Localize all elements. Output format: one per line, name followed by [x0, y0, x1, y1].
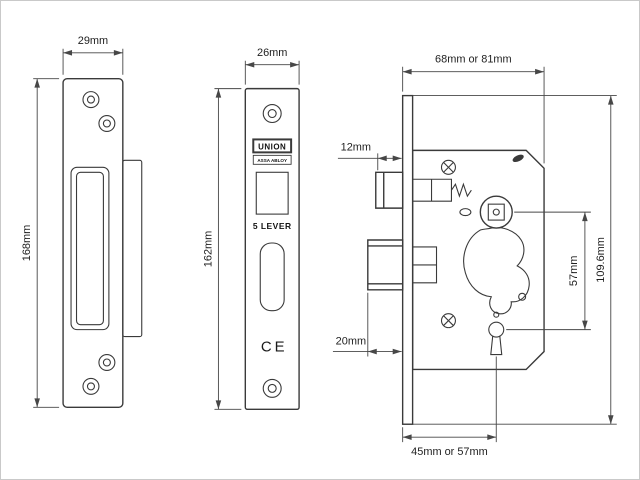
faceplate-panel: [255, 171, 289, 215]
fixing-screw-bottom: [440, 313, 456, 329]
lever-pivot: [518, 292, 527, 301]
strike-plate-view: 29mm 168mm: [21, 35, 143, 408]
strike-keep-box: [122, 159, 143, 338]
dim-lines: [337, 153, 402, 171]
dim-label-latch: 12mm: [341, 141, 371, 153]
dim-backset: 45mm or 57mm: [402, 356, 497, 458]
stamp-mark: [512, 154, 524, 163]
dim-strike-height: 168mm: [21, 78, 60, 408]
dim-case-height: 109.6mm: [412, 95, 617, 425]
screw-hole-inner: [267, 108, 277, 119]
dim-lines: [33, 78, 60, 408]
dim-label-backset: 45mm or 57mm: [411, 446, 488, 458]
dim-label-faceplate-width: 26mm: [257, 47, 287, 59]
fixing-screw-top: [440, 159, 456, 175]
dim-label-strike-height: 168mm: [21, 225, 33, 261]
dim-latch-throw: 12mm: [337, 141, 402, 171]
screw-hole-outer: [82, 377, 100, 395]
lever-pack: [463, 227, 530, 315]
dim-case-width: 68mm or 81mm: [402, 54, 545, 164]
model-text: 5 LEVER: [253, 221, 292, 231]
screw-hole-inner: [102, 358, 111, 367]
screw-head: [440, 159, 456, 175]
screw-hole-outer: [262, 378, 282, 398]
dim-centres: 57mm: [506, 211, 591, 331]
brand-logo-text: UNION: [258, 142, 286, 151]
dim-faceplate-height: 162mm: [202, 88, 242, 410]
latch-spring: [450, 182, 472, 198]
strike-slot-outer: [70, 166, 110, 331]
screw-hole-inner: [86, 382, 95, 391]
screw-cross-icon: [443, 315, 454, 326]
latch-aperture: [259, 242, 285, 312]
brand-sub-box: [252, 154, 292, 165]
follower-ring: [479, 195, 513, 229]
ce-mark: CE: [261, 339, 288, 356]
dim-label-strike-width: 29mm: [78, 35, 108, 47]
faceplate-view: UNION ASSA ABLOY 5 LEVER CE 26mm 162mm: [202, 47, 300, 410]
screw-hole-inner: [102, 119, 111, 128]
dim-deadbolt-throw: 20mm: [332, 292, 402, 357]
lever-slot-oval: [459, 208, 472, 217]
spindle-follower: [479, 195, 513, 229]
keyhole-pin: [493, 311, 500, 318]
keyhole-slot: [490, 335, 503, 356]
keyhole-circle: [488, 321, 505, 338]
lock-body-view: 68mm or 81mm 12mm 20mm 57mm 109.6mm: [332, 54, 617, 458]
latch-bolt: [375, 171, 404, 209]
dim-label-case-height: 109.6mm: [595, 237, 607, 283]
screw-hole-inner: [86, 95, 95, 104]
brand-sub-text: ASSA ABLOY: [257, 158, 287, 163]
dim-lines: [402, 356, 497, 443]
screw-cross-icon: [443, 162, 454, 173]
dim-lines: [412, 95, 617, 425]
screw-hole-outer: [98, 114, 116, 133]
spindle-square-hole: [487, 203, 505, 221]
screw-hole-inner: [267, 383, 277, 393]
dim-lines: [402, 66, 545, 164]
dim-strike-width: 29mm: [62, 35, 124, 75]
dim-lines: [214, 88, 242, 410]
brand-logo-box: [252, 138, 293, 154]
dim-lines: [332, 292, 402, 357]
dim-faceplate-width: 26mm: [244, 47, 300, 85]
lock-case-outline: [411, 149, 545, 371]
dim-label-faceplate-height: 162mm: [202, 231, 214, 267]
faceplate-outline: [244, 87, 300, 410]
keyhole: [488, 311, 505, 356]
forend-strip: [401, 94, 414, 425]
screw-hole-outer: [262, 104, 282, 124]
dim-lines: [506, 211, 591, 331]
strike-slot-inner: [75, 171, 104, 326]
dim-lines: [62, 48, 124, 75]
screw-head: [440, 313, 456, 329]
dim-label-case-width: 68mm or 81mm: [435, 54, 512, 66]
dim-arrows: [377, 155, 402, 162]
screw-hole-outer: [82, 91, 100, 109]
deadbolt: [367, 239, 404, 291]
deadbolt-tail: [412, 246, 438, 284]
dim-label-deadbolt: 20mm: [336, 336, 366, 348]
dim-arrows: [367, 348, 402, 355]
spindle-center: [492, 208, 500, 216]
screw-hole-outer: [98, 353, 116, 372]
dim-label-centres: 57mm: [568, 256, 580, 286]
